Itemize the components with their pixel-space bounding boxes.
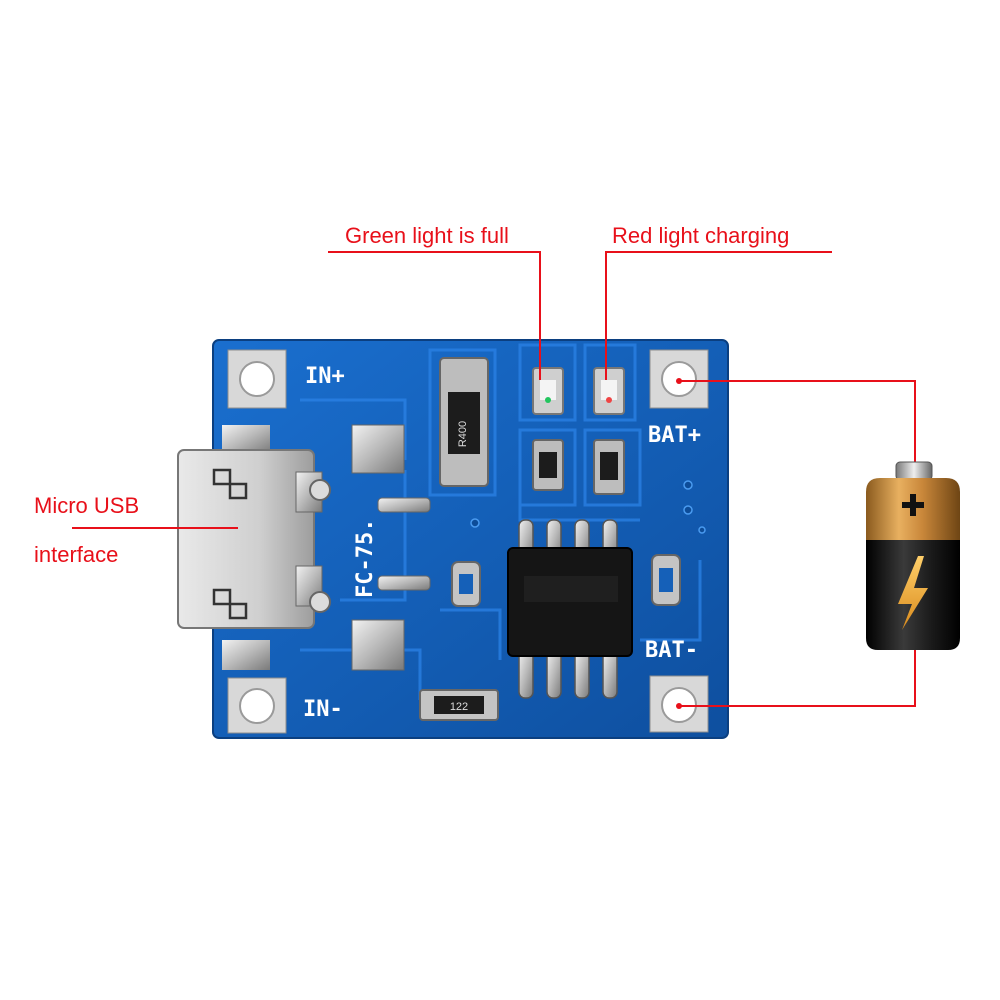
battery-icon	[866, 461, 960, 650]
callout-micro-usb-line1: Micro USB	[34, 493, 140, 518]
smd-cap-left	[451, 561, 481, 607]
micro-usb-connector	[177, 425, 331, 670]
callout-green-led: Green light is full	[345, 223, 509, 248]
pad-label-in-minus: IN-	[303, 697, 343, 722]
lightning-bolt-icon	[898, 556, 928, 630]
silk-code: FC-75.	[353, 519, 378, 598]
pad-label-bat-plus: BAT+	[648, 423, 701, 448]
smd-link-bottom	[377, 575, 431, 591]
leader-green-led	[328, 251, 541, 380]
leader-red-led	[605, 251, 832, 380]
pad-label-in-plus: IN+	[305, 364, 345, 389]
leader-bat-plus	[679, 380, 916, 465]
smd-cap-right	[651, 554, 681, 606]
red-led	[593, 367, 625, 415]
smd-pad-top	[351, 424, 405, 474]
resistor-large: R400	[439, 357, 489, 487]
led-resistor-right	[593, 439, 625, 495]
led-resistor-left	[532, 439, 564, 491]
callout-micro-usb-line2: interface	[34, 542, 119, 567]
leader-lines	[72, 251, 916, 707]
leader-bat-minus	[679, 648, 916, 707]
smd-link-top	[377, 497, 431, 513]
green-led	[532, 367, 564, 415]
pad-label-bat-minus: BAT-	[645, 638, 698, 663]
charger-ic-chip	[507, 519, 633, 699]
small-resistor-code: 122	[450, 701, 468, 713]
pad-in-plus	[227, 349, 287, 409]
resistor-small: 122	[419, 689, 499, 721]
resistor-code: R400	[457, 421, 469, 447]
smd-pad-bottom	[351, 619, 405, 671]
pad-in-minus	[227, 677, 287, 734]
plus-icon	[902, 494, 924, 516]
callout-red-led: Red light charging	[612, 223, 790, 248]
